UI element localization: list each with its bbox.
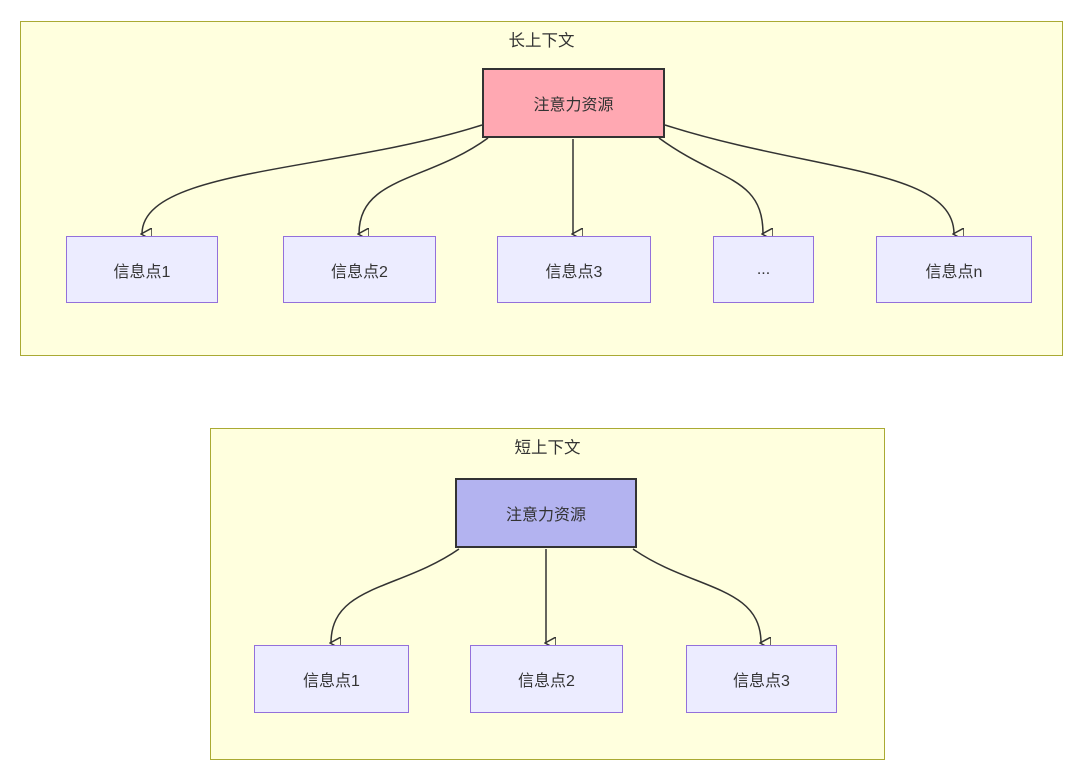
attention-resource-node-long: 注意力资源 [482, 68, 665, 138]
info-node-long-ellipsis: ... [713, 236, 814, 303]
info-node-short-2: 信息点2 [470, 645, 623, 713]
info-node-long-1: 信息点1 [66, 236, 218, 303]
info-node-long-3: 信息点3 [497, 236, 651, 303]
long-context-panel-title: 长上下文 [508, 32, 575, 50]
info-node-long-2: 信息点2 [283, 236, 436, 303]
info-node-short-1: 信息点1 [254, 645, 409, 713]
attention-resource-node-short: 注意力资源 [455, 478, 637, 548]
info-node-short-3: 信息点3 [686, 645, 837, 713]
info-node-long-n: 信息点n [876, 236, 1032, 303]
short-context-panel-title: 短上下文 [514, 439, 581, 457]
